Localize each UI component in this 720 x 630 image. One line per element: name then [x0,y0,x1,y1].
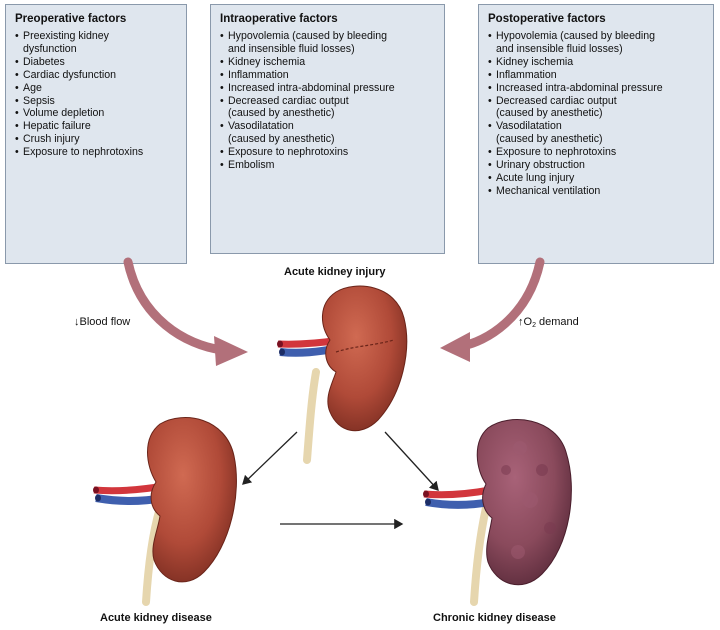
list-item: Kidney ischemia [488,56,705,69]
list-item: Exposure to nephrotoxins [488,146,705,159]
up-arrow-icon: ↑ [518,316,524,328]
list-item: Crush injury [15,133,178,146]
list-item: and insensible fluid losses) [496,42,623,55]
list-item: Hypovolemia (caused by bleeding [220,30,436,43]
label-chronic-kidney-disease: Chronic kidney disease [433,612,556,624]
list-item: Embolism [220,159,436,172]
list-item: Kidney ischemia [220,56,436,69]
down-arrow-icon: ↓ [74,316,80,328]
postoperative-list: Hypovolemia (caused by bleeding and inse… [488,30,705,198]
blood-flow-text: Blood flow [79,316,131,328]
list-item: Vasodilatation [220,120,436,133]
intraoperative-title: Intraoperative factors [220,13,338,25]
kidney-ckd [423,419,572,606]
list-item: Increased intra-abdominal pressure [488,82,705,95]
list-item: (caused by anesthetic) [228,133,335,146]
list-item: Exposure to nephrotoxins [220,146,436,159]
list-item: Inflammation [488,69,705,82]
list-item: Acute lung injury [488,172,705,185]
label-acute-kidney-disease: Acute kidney disease [100,612,212,624]
list-item: Age [15,82,178,95]
list-item: Urinary obstruction [488,159,705,172]
curved-arrow-right [440,257,545,362]
label-acute-kidney-injury: Acute kidney injury [284,266,386,278]
list-item: Vasodilatation [488,120,705,133]
list-item: Decreased cardiac output [488,95,705,108]
list-item: Sepsis [15,95,178,108]
arrow-aki-to-akd [242,431,298,485]
kidney-aki [277,285,408,464]
list-item: Increased intra-abdominal pressure [220,82,436,95]
list-item: and insensible fluid losses) [228,42,355,55]
arrow-aki-to-ckd [384,431,439,491]
list-item: Preexisting kidney [15,30,178,43]
list-item: dysfunction [23,42,77,55]
intraoperative-list: Hypovolemia (caused by bleeding and inse… [220,30,436,172]
list-item: Cardiac dysfunction [15,69,178,82]
o2-subscript: 2 [532,322,536,329]
o2-prefix: O [523,316,533,328]
list-item: Volume depletion [15,107,178,120]
o2-suffix: demand [535,316,579,328]
list-item: (caused by anesthetic) [496,107,603,120]
list-item: Inflammation [220,69,436,82]
kidney-akd [93,417,237,606]
list-item: (caused by anesthetic) [228,107,335,120]
list-item: Mechanical ventilation [488,185,705,198]
label-o2-demand: ↑O2 demand [518,316,579,332]
list-item: Hypovolemia (caused by bleeding [488,30,705,43]
intraoperative-factors-box: Intraoperative factors Hypovolemia (caus… [210,4,445,254]
list-item: Diabetes [15,56,178,69]
curved-arrow-left [123,257,248,366]
list-item: Exposure to nephrotoxins [15,146,178,159]
postoperative-title: Postoperative factors [488,13,606,25]
list-item: (caused by anesthetic) [496,133,603,146]
list-item: Hepatic failure [15,120,178,133]
preoperative-title: Preoperative factors [15,13,127,25]
postoperative-factors-box: Postoperative factors Hypovolemia (cause… [478,4,714,264]
list-item: Decreased cardiac output [220,95,436,108]
preoperative-list: Preexisting kidney dysfunction Diabetes … [15,30,178,159]
label-blood-flow: ↓Blood flow [74,316,130,329]
preoperative-factors-box: Preoperative factors Preexisting kidney … [5,4,187,264]
